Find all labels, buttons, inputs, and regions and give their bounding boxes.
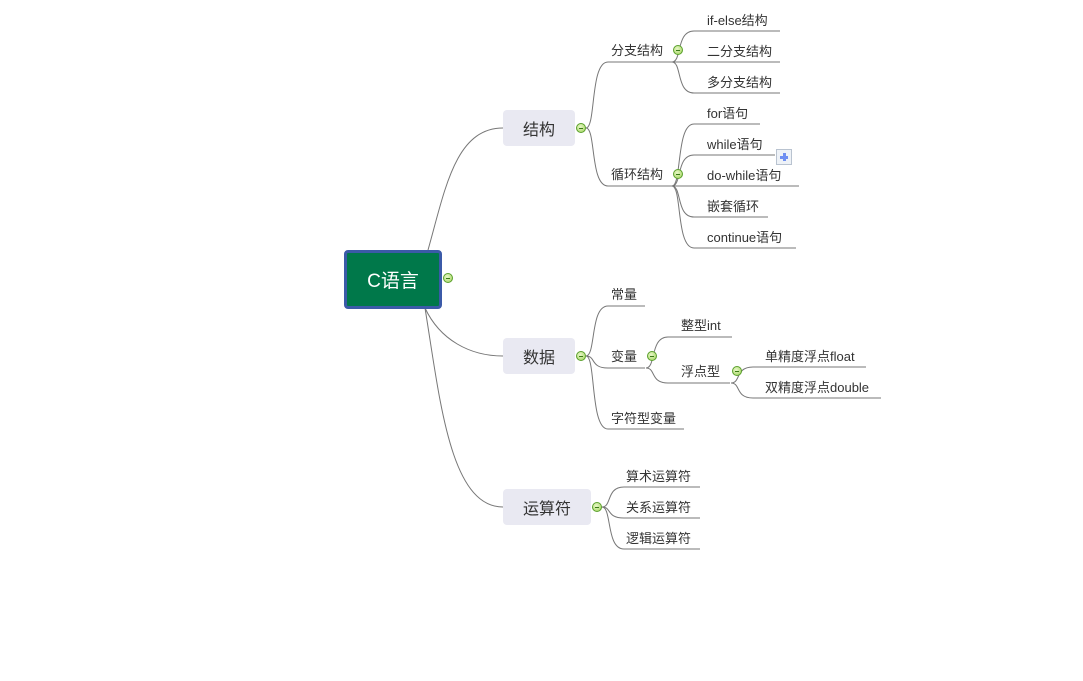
main-topic[interactable]: 运算符	[503, 489, 591, 525]
connector	[601, 486, 700, 508]
connector	[671, 61, 780, 94]
subtopic[interactable]: if-else结构	[707, 13, 768, 28]
subtopic[interactable]: 二分支结构	[707, 44, 773, 59]
subtopic[interactable]: 分支结构	[611, 43, 664, 58]
connector	[585, 305, 645, 357]
connector	[585, 355, 684, 430]
subtopic[interactable]: 整型int	[681, 318, 721, 333]
collapse-icon[interactable]	[647, 351, 657, 361]
expand-plus-icon[interactable]	[776, 149, 792, 165]
subtopic[interactable]: continue语句	[707, 230, 783, 245]
subtopic[interactable]: 关系运算符	[626, 500, 692, 515]
connector	[601, 506, 700, 550]
connector	[645, 336, 732, 369]
subtopic[interactable]: 单精度浮点float	[765, 349, 855, 364]
subtopic[interactable]: 变量	[611, 349, 638, 364]
connector	[424, 307, 504, 508]
collapse-icon[interactable]	[443, 273, 453, 283]
subtopic[interactable]: 字符型变量	[611, 411, 677, 426]
subtopic[interactable]: while语句	[707, 137, 763, 152]
connector	[645, 367, 730, 384]
connector	[585, 127, 672, 187]
collapse-icon[interactable]	[576, 351, 586, 361]
connector	[585, 61, 672, 129]
connector	[671, 123, 760, 187]
collapse-icon[interactable]	[673, 169, 683, 179]
connector	[730, 382, 881, 399]
subtopic[interactable]: 嵌套循环	[707, 199, 760, 214]
subtopic[interactable]: 双精度浮点double	[765, 380, 870, 395]
main-topic[interactable]: 数据	[503, 338, 575, 374]
collapse-icon[interactable]	[576, 123, 586, 133]
root-topic[interactable]: C语言	[344, 250, 442, 309]
subtopic[interactable]: 常量	[611, 287, 638, 302]
subtopic[interactable]: do-while语句	[707, 168, 782, 183]
collapse-icon[interactable]	[673, 45, 683, 55]
main-topic[interactable]: 结构	[503, 110, 575, 146]
connector	[424, 307, 504, 357]
subtopic[interactable]: for语句	[707, 106, 749, 121]
subtopic[interactable]: 算术运算符	[626, 469, 692, 484]
subtopic[interactable]: 循环结构	[611, 167, 664, 182]
connector	[671, 30, 780, 63]
subtopic[interactable]: 多分支结构	[707, 75, 773, 90]
connector	[585, 355, 645, 369]
connector	[427, 127, 504, 251]
subtopic[interactable]: 逻辑运算符	[626, 531, 692, 546]
subtopic[interactable]: 浮点型	[681, 364, 721, 379]
connector	[601, 506, 700, 519]
connector	[671, 154, 775, 187]
collapse-icon[interactable]	[592, 502, 602, 512]
connector	[671, 185, 796, 249]
collapse-icon[interactable]	[732, 366, 742, 376]
